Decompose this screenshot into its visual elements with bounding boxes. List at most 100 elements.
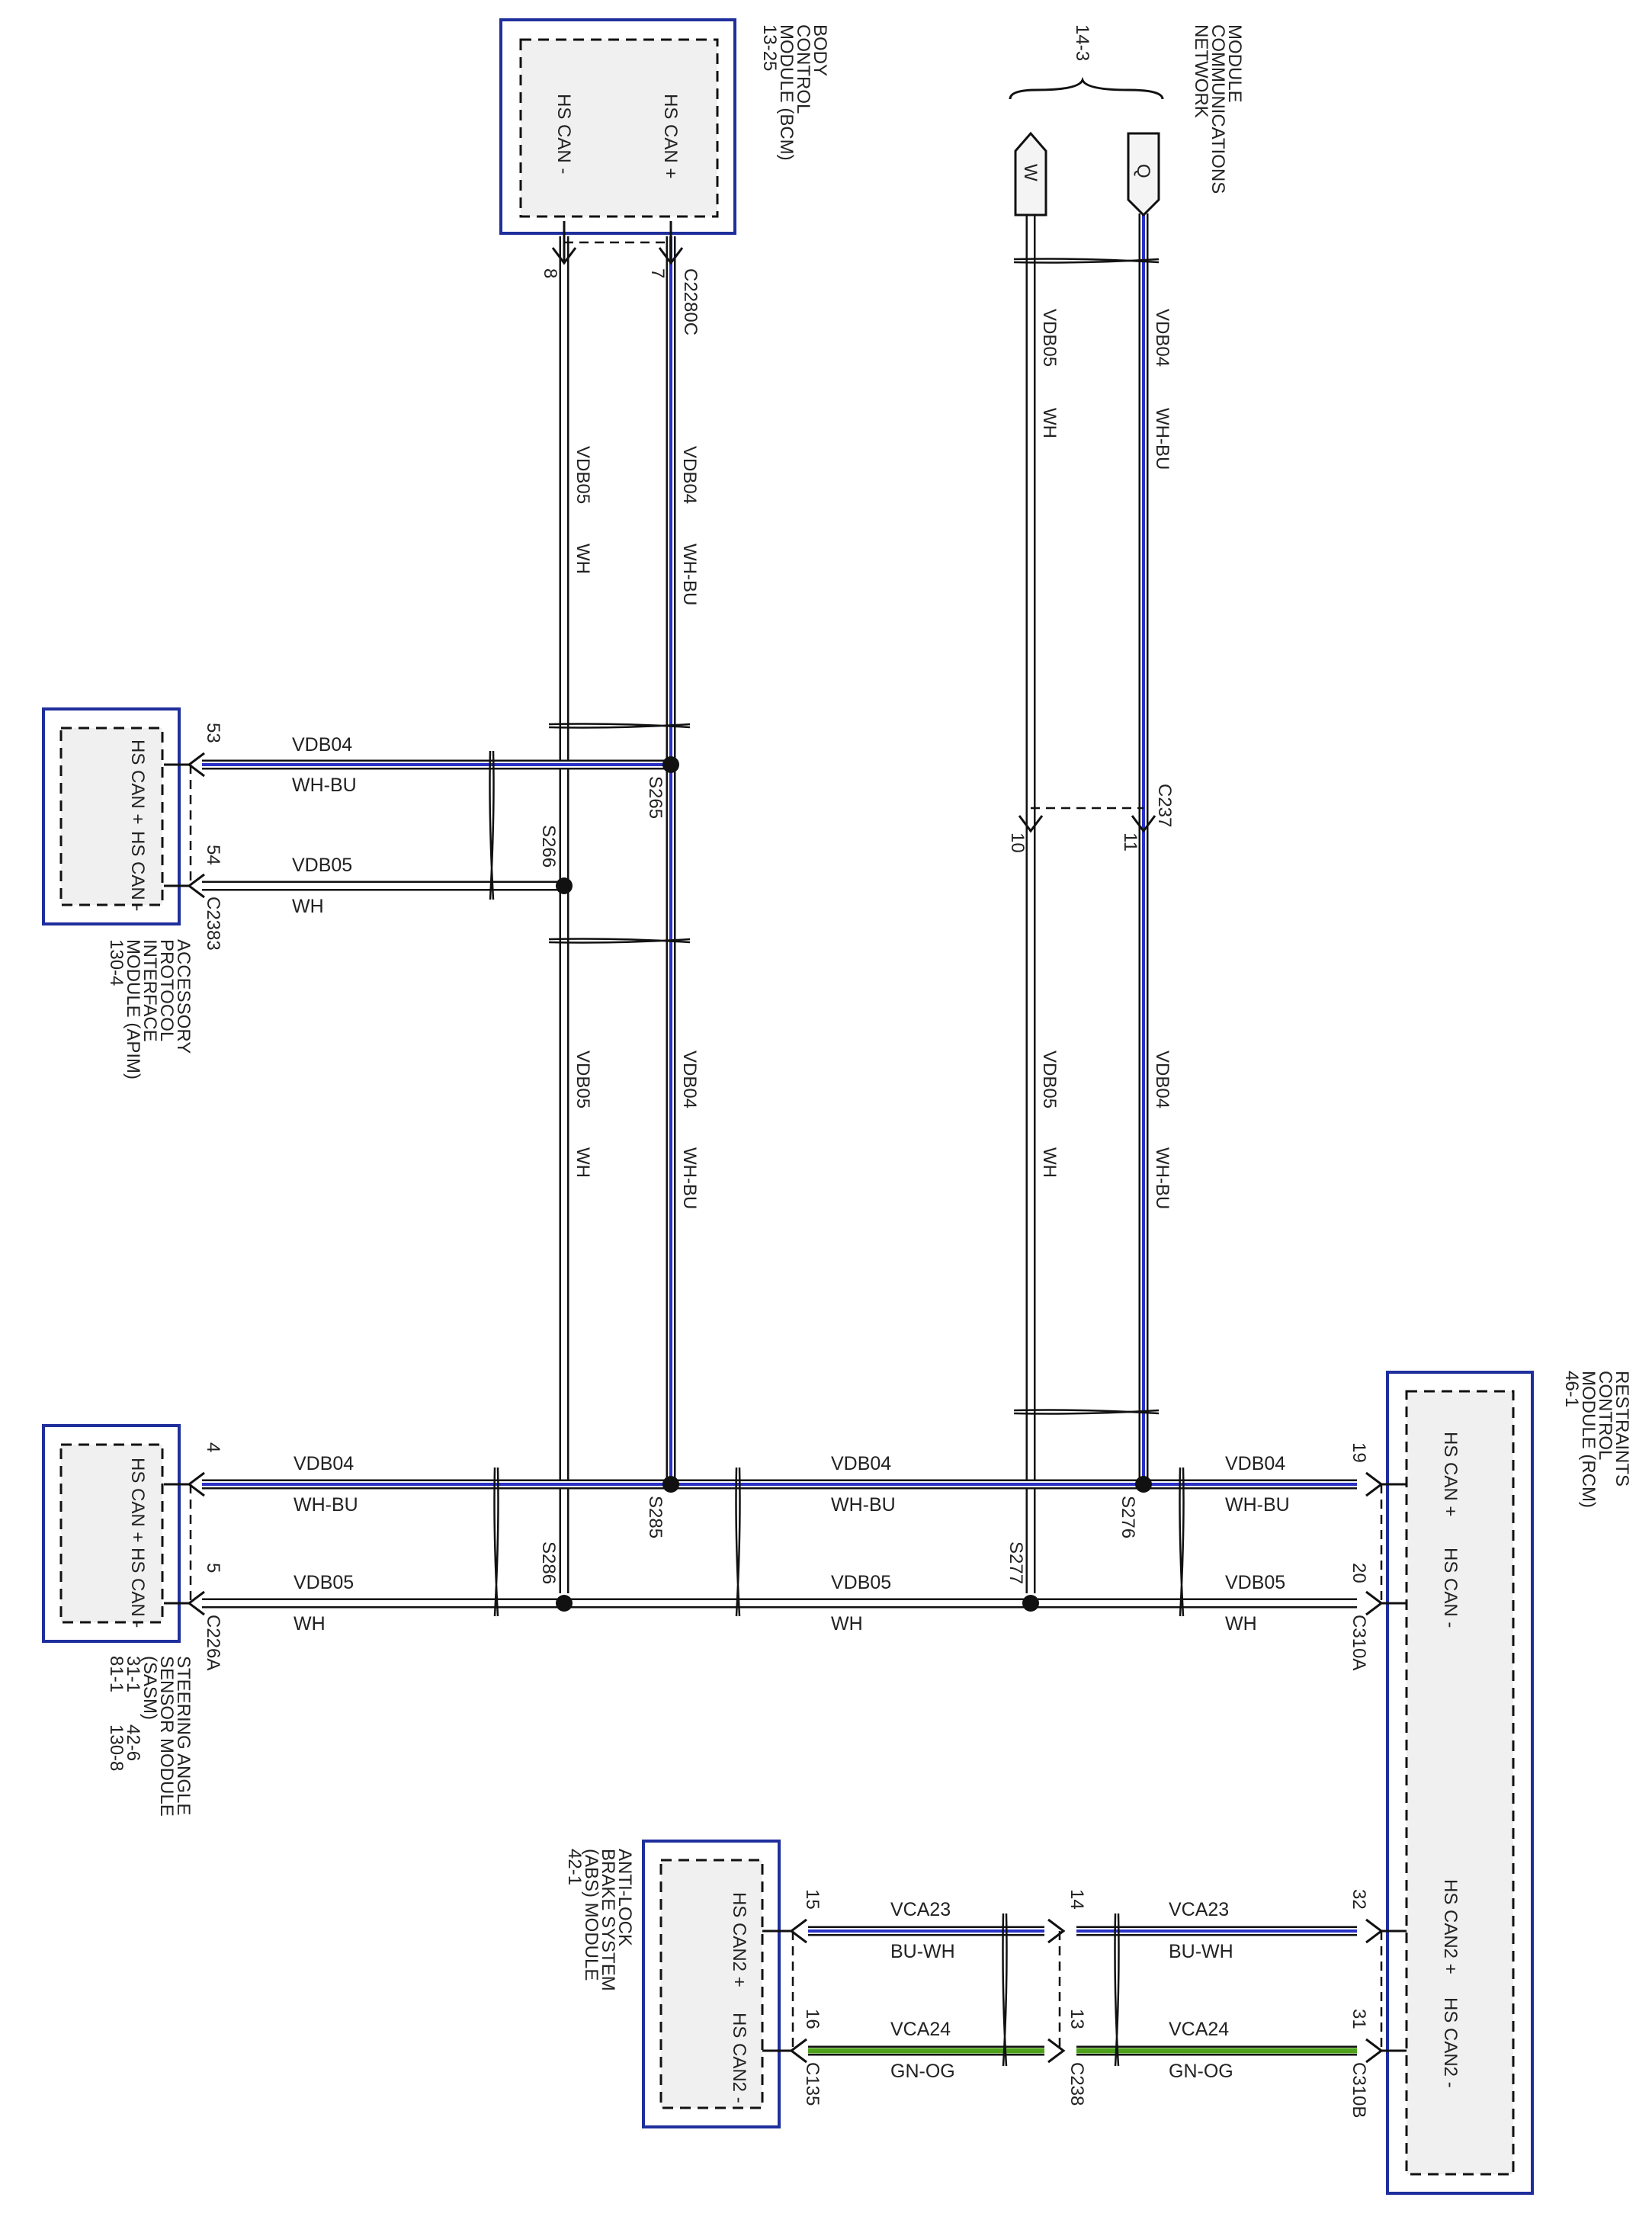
bcm-pin-plus-label: HS CAN + [660,94,681,178]
wire-circuit-label: VDB05 [292,855,352,876]
apim-connector-label: C2383 [203,897,223,951]
apim-name-4: MODULE (APIM) [123,939,143,1079]
bcm-connector-label: C2280C [680,268,701,335]
connector-arrow-icon [164,1590,205,1616]
bcm-name-3: MODULE (BCM) [776,24,797,161]
sasm-name-1: STEERING ANGLE [173,1656,194,1815]
abs-pin-label: HS CAN2 + [729,1892,749,1987]
connector-c238-pin: 14 [1067,1889,1087,1910]
wire-color-label: WH [292,896,324,917]
bcm-name-1: BODY [810,24,830,76]
wire-circuit-label: VDB04 [679,446,700,504]
wire-circuit-label: VDB04 [294,1453,354,1474]
flag-w-label: W [1020,164,1041,181]
wire-labels: VDB04 WH-BU VDB05 WH VDB04 WH-BU VDB05 W… [292,309,1290,2082]
abs-name-4: 42-1 [564,1849,585,1885]
wire-color-label: WH [573,544,593,574]
wire-color-label: WH [831,1613,863,1634]
connector-arrow-icon [1365,2038,1407,2064]
wire-circuit-label: VDB04 [1152,309,1172,367]
rcm-pin-number: 19 [1349,1442,1369,1463]
rcm-name-1: RESTRAINTS [1612,1371,1632,1487]
abs-name-1: ANTI-LOCK [614,1849,635,1946]
splice-dot [662,1476,679,1493]
wire-circuit-label: VCA23 [1169,1899,1229,1920]
splice-label-s286: S286 [538,1541,559,1584]
splice-dot [556,877,573,894]
rcm-pin-label: HS CAN - [1440,1548,1461,1628]
rcm-connector-label: C310B [1349,2062,1369,2118]
module-bcm: HS CAN + HS CAN - BODY CONTROL MODULE (B… [499,18,830,335]
twist-marker [1013,258,1160,264]
wire-color-label: WH-BU [679,1147,700,1209]
wire-circuit-label: VDB05 [294,1572,354,1593]
wire-circuit-label: VDB04 [679,1051,700,1108]
connector-arrow-icon [1131,815,1156,833]
rcm-name-3: MODULE (RCM) [1578,1371,1599,1508]
apim-pin-plus-label: HS CAN + [127,739,148,824]
abs-connector-label: C135 [802,2062,823,2106]
wire-circuit-label: VDB05 [573,1051,593,1108]
wire-circuit-label: VDB05 [1039,1051,1060,1108]
module-communications-network: Q W 14-3 MODULE COMMUNICATIONS NETWORK [1009,24,1245,217]
connector-arrow-icon [1365,1590,1407,1616]
abs-pin-number: 16 [802,2009,823,2029]
apim-name-5: 130-4 [106,939,127,986]
wire-circuit-label: VDB04 [1152,1051,1172,1108]
connector-arrow-icon [164,752,205,778]
rcm-pin-label: HS CAN2 + [1440,1879,1461,1974]
apim-name-3: INTERFACE [140,939,160,1042]
wire-circuit-label: VDB05 [573,446,593,504]
wire-circuit-label: VDB05 [831,1572,891,1593]
bcm-pin-number: 7 [647,268,668,278]
module-apim: HS CAN + HS CAN - ACCESSORY PROTOCOL INT… [42,707,223,1079]
wire-color-label: WH-BU [292,775,357,796]
bcm-name-4: 13-25 [759,24,780,71]
wire-color-label: WH-BU [1152,408,1172,470]
sasm-pin-number: 4 [203,1442,223,1452]
twist-marker [1013,1409,1160,1415]
sasm-ref: 31-1 [123,1656,143,1692]
rcm-name-2: CONTROL [1595,1371,1615,1460]
connector-arrow-icon [762,2038,807,2064]
wire-color-label: GN-OG [890,2061,955,2082]
twist-marker [548,938,691,944]
connector-c238-pin: 13 [1067,2009,1087,2029]
connector-symbols [164,221,1407,2064]
sasm-ref: 42-6 [123,1724,143,1761]
rcm-pin-number: 31 [1349,2009,1369,2029]
wire-color-label: WH-BU [831,1494,896,1516]
wire-circuit-label: VDB04 [1225,1453,1285,1474]
rcm-connector-label: C310A [1349,1615,1369,1670]
abs-pin-number: 15 [802,1889,823,1910]
connector-c238-label: C238 [1067,2062,1087,2106]
wire-color-label: WH-BU [1152,1147,1172,1209]
wires [202,213,1357,2056]
splice-dot [662,756,679,773]
sasm-ref: 130-8 [106,1724,127,1771]
connector-c237-label: C237 [1154,784,1175,827]
wire-color-label: GN-OG [1169,2061,1233,2082]
rcm-name-4: 46-1 [1561,1371,1582,1407]
twisted-pair-markers [489,258,1185,2067]
wire-color-label: WH-BU [294,1494,358,1516]
twist-marker [548,723,691,729]
sasm-name-2: SENSOR MODULE [156,1656,177,1817]
twist-marker [735,1467,741,1617]
module-rcm: HS CAN + HS CAN - HS CAN2 + HS CAN2 - RE… [1349,1371,1632,2195]
wire-circuit-label: VDB05 [1039,309,1060,367]
wire-circuit-label: VDB04 [292,734,352,755]
connector-labels: C237 11 10 C238 14 13 [1007,784,1175,2106]
mcn-name-1: MODULE [1224,24,1245,103]
sasm-pin-plus-label: HS CAN + [127,1458,148,1542]
connector-c237-pin: 11 [1120,832,1140,852]
splice-label-s285: S285 [645,1496,666,1538]
wire-color-label: WH [294,1613,326,1634]
bcm-name-2: CONTROL [793,24,813,114]
splice-dot [1022,1595,1039,1612]
wire-circuit-label: VDB05 [1225,1572,1285,1593]
sasm-pin-number: 5 [203,1563,223,1573]
twist-marker [1114,1913,1120,2067]
wire-circuit-label: VDB04 [831,1453,891,1474]
